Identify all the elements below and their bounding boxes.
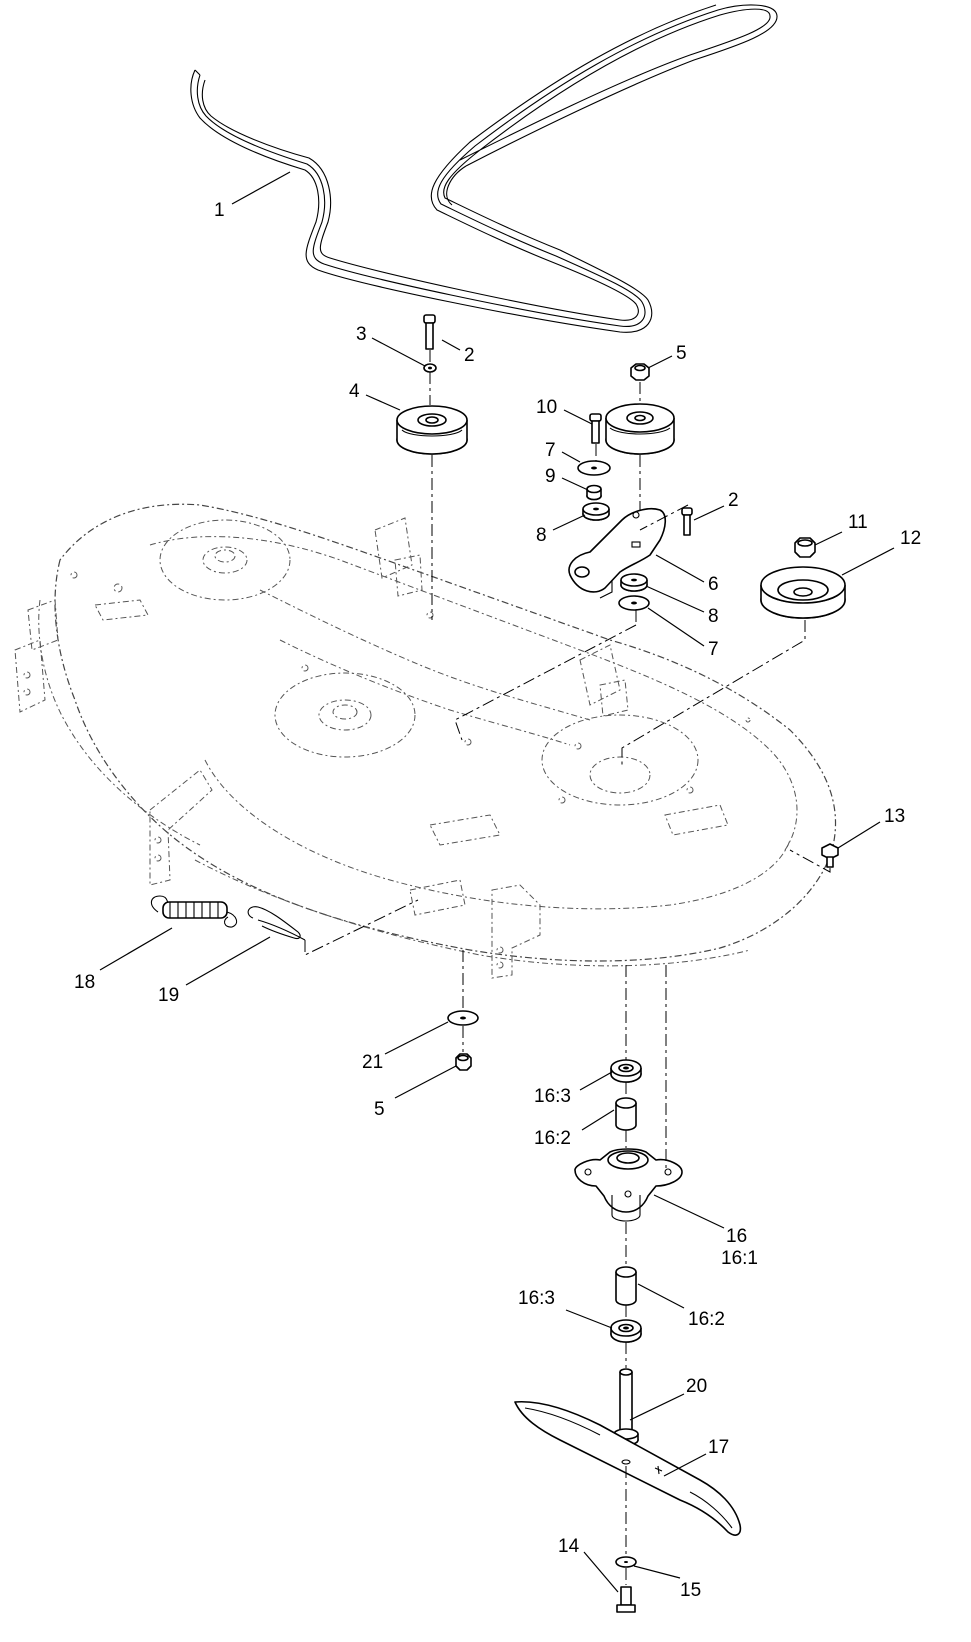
callout-12: 12	[900, 528, 921, 549]
mower-deck	[14, 503, 837, 979]
cutting-blade	[514, 1400, 742, 1536]
callout-16-2-upper: 16:2	[534, 1128, 571, 1149]
spindle-pulley	[760, 566, 846, 619]
callout-15: 15	[680, 1580, 701, 1601]
bearing-upper	[610, 1059, 642, 1083]
callout-2-right: 2	[728, 490, 739, 511]
nut-idler-top	[630, 363, 650, 381]
spacer-spindle-upper	[615, 1097, 637, 1131]
assembly-centerlines	[304, 350, 831, 1585]
callout-4: 4	[349, 381, 360, 402]
callout-10: 10	[536, 397, 557, 418]
bolt-idler-arm	[589, 413, 602, 444]
spindle-housing	[574, 1148, 683, 1222]
callout-13: 13	[884, 806, 905, 827]
washer-large-upper	[577, 460, 611, 476]
callout-14: 14	[558, 1536, 580, 1557]
washer-idler	[423, 363, 437, 373]
callout-2-upper: 2	[464, 345, 475, 366]
spindle-shaft	[613, 1368, 639, 1446]
bolt-deck	[821, 843, 839, 868]
callout-16-2-lower: 16:2	[688, 1309, 725, 1330]
bolt-blade	[616, 1586, 636, 1613]
callout-5-upper: 5	[676, 343, 687, 364]
callout-9: 9	[545, 466, 556, 487]
callout-1: 1	[214, 200, 225, 221]
extension-spring	[150, 895, 238, 928]
idler-pulley-grooved	[605, 403, 675, 455]
callout-labels: 1 2 3 4 5 10 7 9 8 2 6 8 7 11 12 13 18 1…	[74, 200, 921, 1601]
bolt-pivot	[681, 507, 693, 536]
hairpin-clip	[247, 906, 306, 941]
spacer-spindle-lower	[615, 1266, 637, 1306]
washer-blade	[615, 1556, 637, 1568]
callout-16-1: 16:1	[721, 1248, 758, 1269]
callout-18: 18	[74, 972, 95, 993]
washer-deck-lower	[447, 1010, 479, 1026]
spacer-idler	[586, 484, 602, 501]
deck-mount-bracket-right	[491, 884, 541, 979]
bushing-lower	[620, 573, 648, 592]
callout-7-upper: 7	[545, 440, 556, 461]
callout-8-lower: 8	[708, 606, 719, 627]
callout-16-3-upper: 16:3	[534, 1086, 571, 1107]
callout-5-lower: 5	[374, 1099, 385, 1120]
bearing-lower	[610, 1319, 642, 1343]
idler-pulley-flat	[396, 405, 468, 455]
callout-8-upper: 8	[536, 525, 547, 546]
callout-7-lower: 7	[708, 639, 719, 660]
idler-arm	[568, 507, 667, 599]
callout-11: 11	[848, 512, 868, 533]
leader-lines	[99, 171, 895, 1593]
bolt-idler	[423, 314, 436, 350]
callout-16: 16	[726, 1226, 747, 1247]
callout-20: 20	[686, 1376, 707, 1397]
deck-idler-bracket-rear	[374, 517, 423, 597]
deck-mount-bracket-left	[14, 599, 59, 713]
callout-16-3-lower: 16:3	[518, 1288, 555, 1309]
drive-belt	[190, 4, 778, 333]
bushing-upper	[582, 502, 610, 521]
nut-deck-lower	[455, 1053, 472, 1071]
callout-17: 17	[708, 1437, 729, 1458]
callout-19: 19	[158, 985, 179, 1006]
deck-idler-bracket-front	[579, 644, 629, 717]
callout-21: 21	[362, 1052, 383, 1073]
callout-6: 6	[708, 574, 719, 595]
washer-large-lower	[618, 595, 650, 611]
deck-mount-bracket-center	[149, 769, 213, 886]
callout-3: 3	[356, 324, 367, 345]
nut-spindle-pulley	[794, 537, 816, 558]
